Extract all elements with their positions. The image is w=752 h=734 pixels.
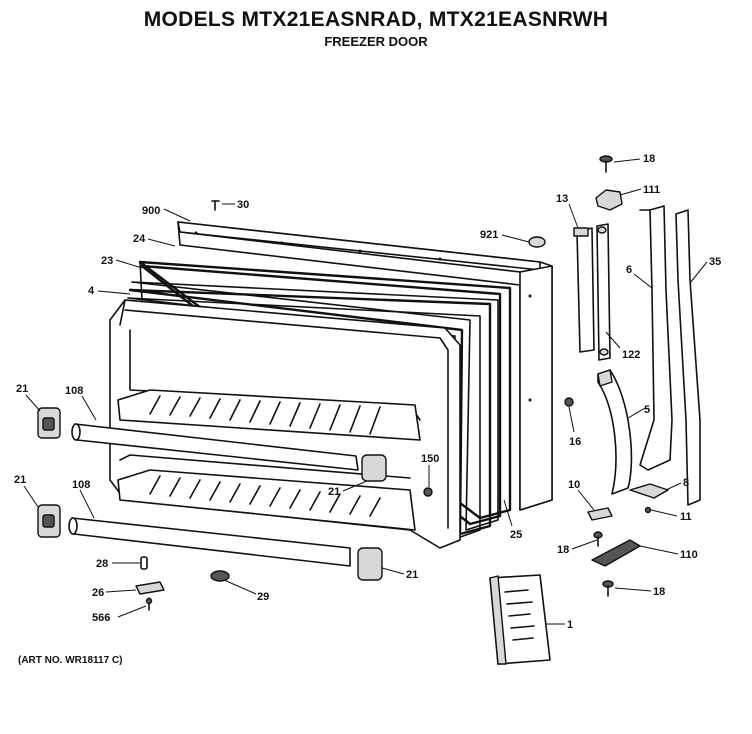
diagram-title: MODELS MTX21EASNRAD, MTX21EASNRWH [143,8,609,31]
callout-23: 23 [101,255,113,267]
callout-21-shelf: 21 [328,486,340,498]
callout-111: 111 [643,184,660,196]
callout-30: 30 [237,199,249,211]
callout-10: 10 [568,479,580,491]
hinge-8 [629,483,669,499]
leader-lines [23,158,708,625]
screw-566 [145,597,153,611]
hinge-6 [639,205,673,471]
bar-end-cap-bottom [357,547,383,581]
diagram-subtitle: FREEZER DOOR [324,34,428,49]
callout-18-mid: 18 [557,544,569,556]
hinge-pin-10 [587,507,613,521]
callout-13: 13 [556,193,568,205]
callout-921: 921 [480,229,498,241]
part-28 [140,556,148,570]
screw-18-mid [593,531,603,547]
callout-108-lower: 108 [72,479,90,491]
callout-28: 28 [96,558,108,570]
callout-24: 24 [133,233,146,245]
callout-8: 8 [683,477,689,489]
callout-35: 35 [709,256,721,268]
plug-150 [423,487,433,497]
bracket-26 [135,581,165,595]
callout-566: 566 [92,612,110,624]
callout-110: 110 [680,549,698,561]
callout-18-bottom: 18 [653,586,665,598]
callout-900: 900 [142,205,160,217]
inner-door-liner [109,299,461,549]
shelf-bar-upper [71,423,359,471]
art-number: (ART NO. WR18117 C) [18,655,123,666]
callout-18-top: 18 [643,153,655,165]
callout-11: 11 [680,511,692,523]
door-seal-35 [675,209,701,506]
callout-21-lower-left: 21 [14,474,26,486]
callout-122: 122 [622,349,640,361]
callout-6: 6 [626,264,632,276]
callout-16: 16 [569,436,581,448]
bar-end-cap-lower-left [37,504,61,538]
callout-21-bottom: 21 [406,569,418,581]
handle-cover-5 [597,369,633,495]
button-29 [210,570,230,582]
screw-16 [564,397,574,407]
handle-122 [596,223,611,361]
hinge-110 [591,539,641,567]
hinge-bracket-111 [595,189,623,211]
outer-door-panel [177,221,553,511]
callout-21-upper-left: 21 [16,383,28,395]
screw-18-bottom [602,580,614,597]
callout-5: 5 [644,404,650,416]
screw-30 [211,200,220,211]
callout-labels: 900 30 24 23 4 921 13 18 111 6 35 122 21… [14,153,721,631]
bar-end-cap-upper-left [37,407,61,439]
callout-150: 150 [421,453,439,465]
bar-end-cap-shelf-right [361,454,387,482]
instruction-manual-1 [489,574,551,665]
callout-25: 25 [510,529,522,541]
screw-11 [644,506,652,514]
shelf-bar-lower [68,517,351,567]
plug-921 [528,236,546,248]
callout-1: 1 [567,619,573,631]
door-stop-13 [573,227,595,353]
callout-4: 4 [88,285,95,297]
callout-29: 29 [257,591,269,603]
callout-108-upper: 108 [65,385,83,397]
screw-18-top [599,155,613,173]
callout-26: 26 [92,587,104,599]
